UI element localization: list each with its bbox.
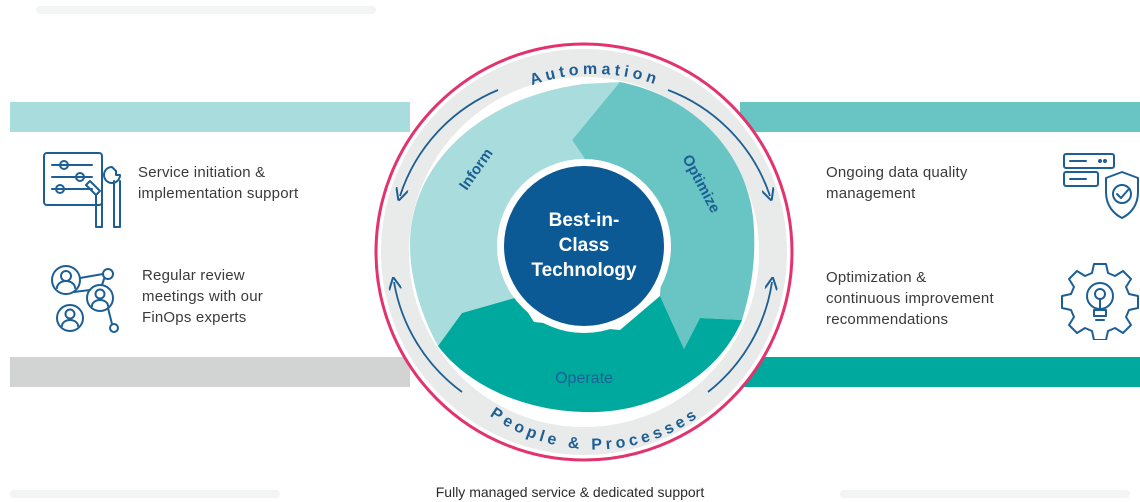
server-shield-icon — [1060, 150, 1140, 233]
feature-service-initiation: Service initiation & implementation supp… — [138, 164, 299, 202]
feature-review-meetings: Regular review meetings with our FinOps … — [142, 267, 263, 326]
segment-operate — [438, 296, 742, 413]
arrow-bottom-left — [394, 282, 463, 393]
faint-decoration-bottom-left — [10, 490, 280, 498]
gray-ring-band — [381, 49, 787, 455]
faint-decoration-top — [36, 6, 376, 14]
sliders-tools-icon — [42, 151, 126, 236]
arrow-top-right — [667, 89, 770, 196]
arrow-bottom-right — [707, 282, 772, 393]
feature-optimization: Optimization & continuous improvement re… — [826, 269, 994, 328]
segment-label-operate: Operate — [555, 370, 613, 387]
feature-data-quality: Ongoing data quality management — [826, 164, 968, 202]
center-text-line3: Technology — [531, 260, 637, 281]
center-text-line2: Class — [559, 235, 610, 256]
faint-decoration-bottom-right — [840, 490, 1130, 498]
footer-caption: Fully managed service & dedicated suppor… — [435, 484, 705, 500]
center-core — [504, 166, 664, 326]
band-top-left — [10, 102, 410, 132]
band-bottom-right — [740, 357, 1140, 387]
band-top-right — [740, 102, 1140, 132]
arrow-top-left — [400, 89, 499, 196]
gear-lightbulb-icon — [1060, 260, 1140, 345]
center-text-line1: Best-in- — [549, 210, 620, 231]
people-network-icon — [44, 262, 120, 341]
band-bottom-left — [10, 357, 410, 387]
